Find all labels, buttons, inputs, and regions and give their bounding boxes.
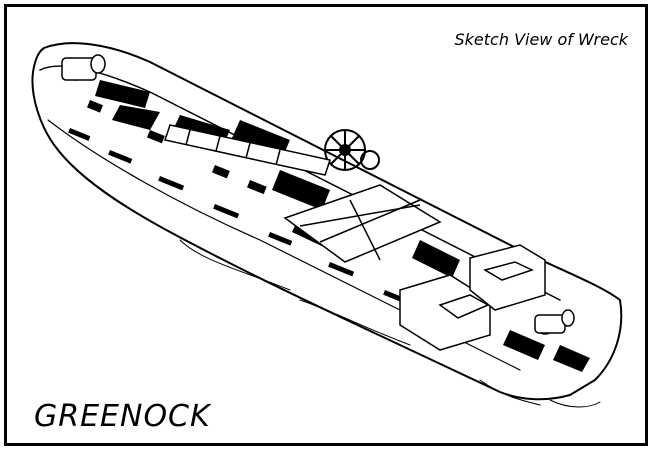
wreck-name-title: GREENOCK: [34, 399, 211, 434]
fallen-mast: [164, 124, 331, 176]
hull-outline: [31, 42, 623, 401]
hull-side-ports: [68, 100, 406, 303]
bow-windlass: [61, 54, 106, 81]
hull-lower-line: [47, 119, 521, 371]
view-caption: Sketch View of Wreck: [454, 30, 629, 49]
ships-wheel: [324, 129, 380, 171]
stern-windlass: [534, 309, 575, 335]
seabed-line: [179, 239, 601, 408]
hatch-framework: [283, 184, 442, 263]
stern-deckhouses: [399, 244, 546, 351]
